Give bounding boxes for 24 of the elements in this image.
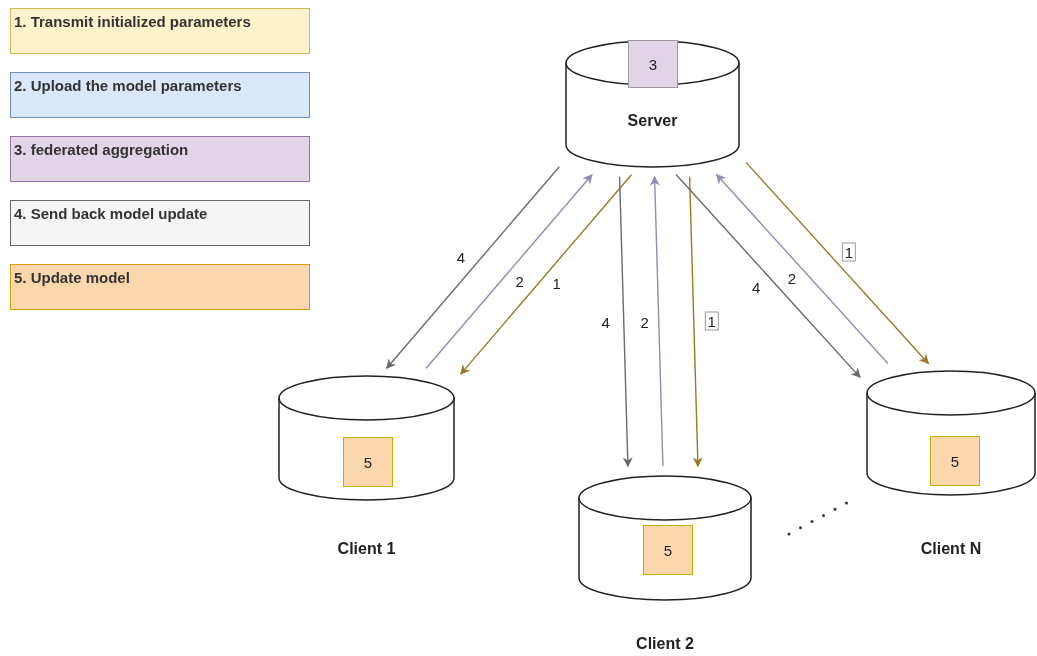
legend-text: 5. Update model xyxy=(14,269,130,287)
legend-text: 3. federated aggregation xyxy=(14,141,189,159)
arrow xyxy=(715,173,889,365)
arrow xyxy=(688,176,703,468)
step-number-box: 5 xyxy=(643,525,693,575)
arrow xyxy=(425,173,593,369)
arrow xyxy=(385,166,560,370)
edge-label: 1 xyxy=(704,311,719,331)
step-number-box: 5 xyxy=(343,437,393,487)
legend-text: 1. Transmit initialized parameters xyxy=(14,13,251,31)
arrow xyxy=(675,173,861,379)
legend-text: 2. Upload the model parameters xyxy=(14,77,242,95)
arrow xyxy=(649,175,664,467)
edge-label: 1 xyxy=(841,242,857,262)
step-number-box: 3 xyxy=(628,40,678,88)
legend-text: 4. Send back model update xyxy=(14,205,208,223)
node-label: Client 2 xyxy=(636,635,694,653)
arrow xyxy=(460,174,633,375)
arrow xyxy=(618,176,633,468)
node-label: Client 1 xyxy=(337,540,396,558)
arrow xyxy=(745,161,930,365)
node-label: Server xyxy=(627,112,678,130)
step-number-box: 5 xyxy=(930,436,980,486)
node-label: Client N xyxy=(920,540,982,558)
